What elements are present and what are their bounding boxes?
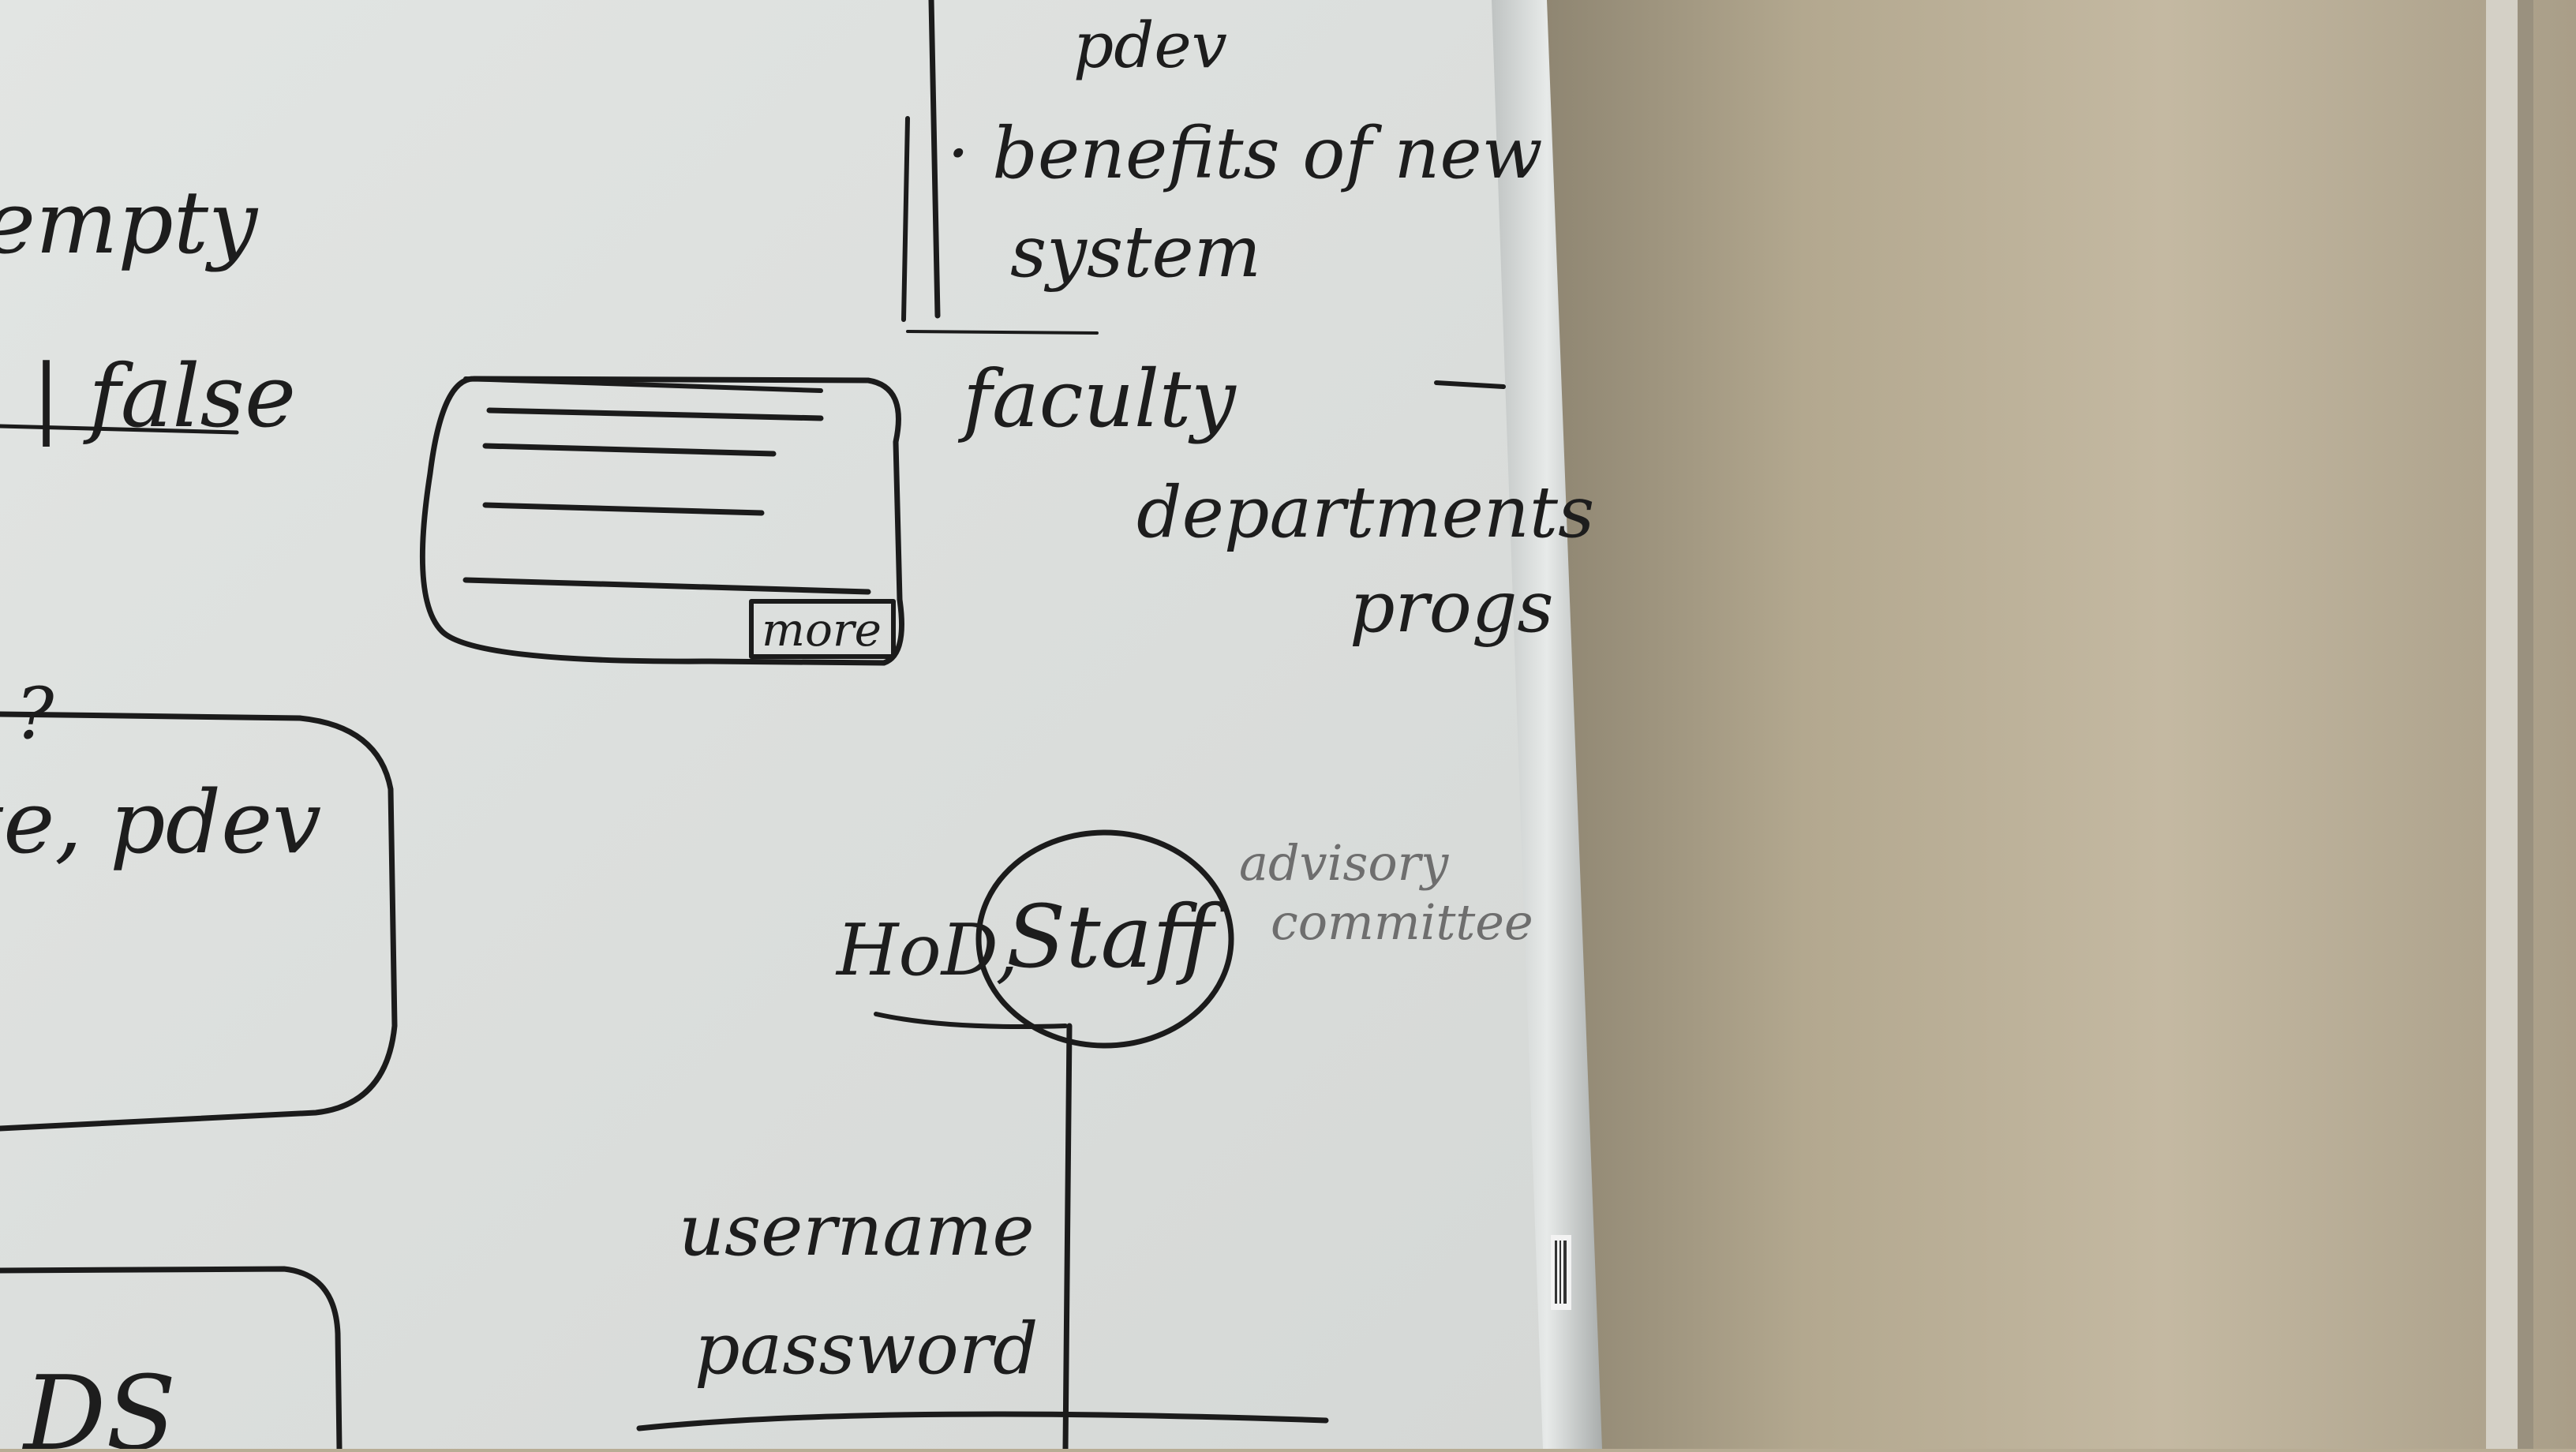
word-system: system bbox=[1010, 211, 1261, 294]
word-committee: committee bbox=[1271, 893, 1533, 951]
bottom-underline bbox=[636, 1411, 1329, 1431]
false-underline bbox=[0, 424, 239, 435]
staff-underline bbox=[874, 1012, 1068, 1029]
word-staff: Staff bbox=[1006, 886, 1226, 987]
whiteboard bbox=[0, 0, 1551, 1449]
word-departments: departments bbox=[1136, 471, 1594, 554]
word-username: username bbox=[679, 1189, 1035, 1272]
staff-circle bbox=[975, 829, 1234, 1049]
word-ds: DS bbox=[22, 1353, 176, 1449]
door-edge-shadow bbox=[2518, 0, 2533, 1449]
more-button-label: more bbox=[762, 603, 882, 657]
barcode-sticker bbox=[1551, 1235, 1571, 1310]
staff-vertical-line bbox=[1062, 1023, 1073, 1452]
section-underline bbox=[906, 330, 1099, 335]
left-rounded-box bbox=[0, 711, 398, 1132]
word-benefits: · benefits of new bbox=[947, 112, 1543, 195]
door-edge bbox=[2486, 0, 2518, 1449]
word-advisory: advisory bbox=[1239, 834, 1449, 892]
word-hod: HoD, bbox=[835, 909, 1018, 992]
word-faculty: faculty bbox=[957, 353, 1237, 445]
word-pdev-left: te, pdev bbox=[0, 772, 321, 873]
list-box-sketch bbox=[419, 376, 904, 666]
whiteboard-frame bbox=[1492, 0, 1602, 1449]
wall bbox=[1547, 0, 2576, 1449]
word-password: password bbox=[695, 1308, 1039, 1390]
word-pdev-top: pdev bbox=[1073, 9, 1227, 82]
question-mark: ? bbox=[16, 672, 54, 755]
top-vertical-line bbox=[928, 0, 941, 319]
top-vertical-line-2 bbox=[901, 116, 910, 322]
word-progs: progs bbox=[1350, 566, 1554, 649]
faculty-line bbox=[1434, 380, 1506, 389]
ds-box bbox=[0, 1266, 343, 1452]
word-empty: empty bbox=[0, 172, 259, 273]
